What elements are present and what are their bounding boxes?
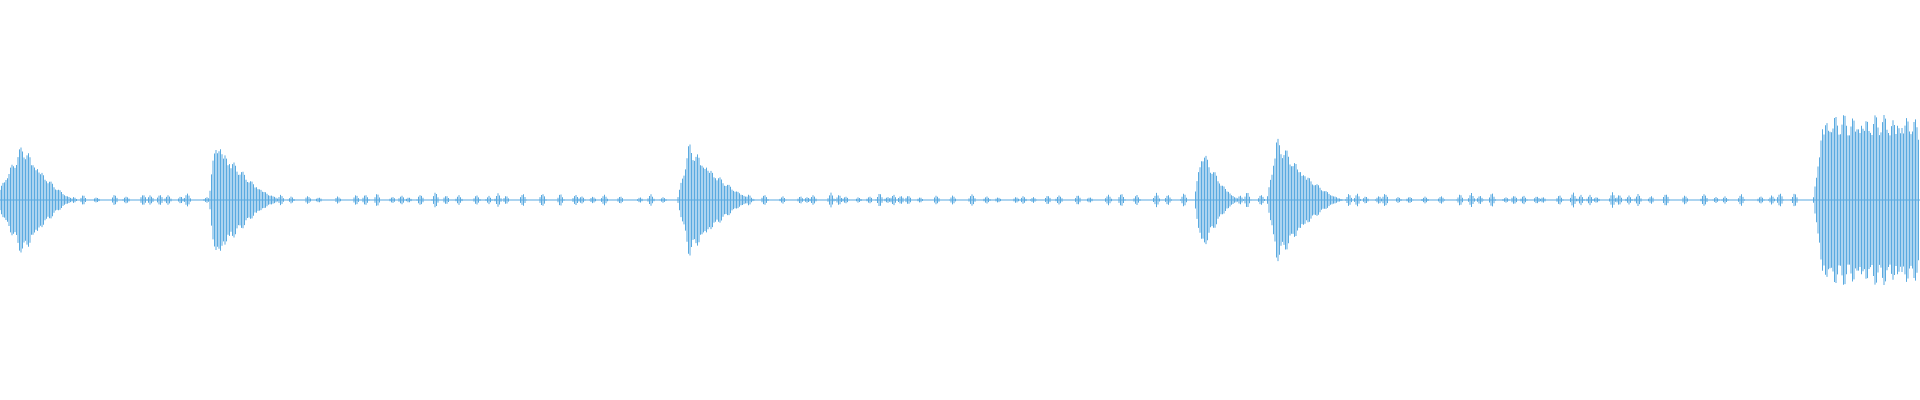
waveform-samples [0, 115, 1919, 285]
waveform-path [0, 115, 1919, 285]
